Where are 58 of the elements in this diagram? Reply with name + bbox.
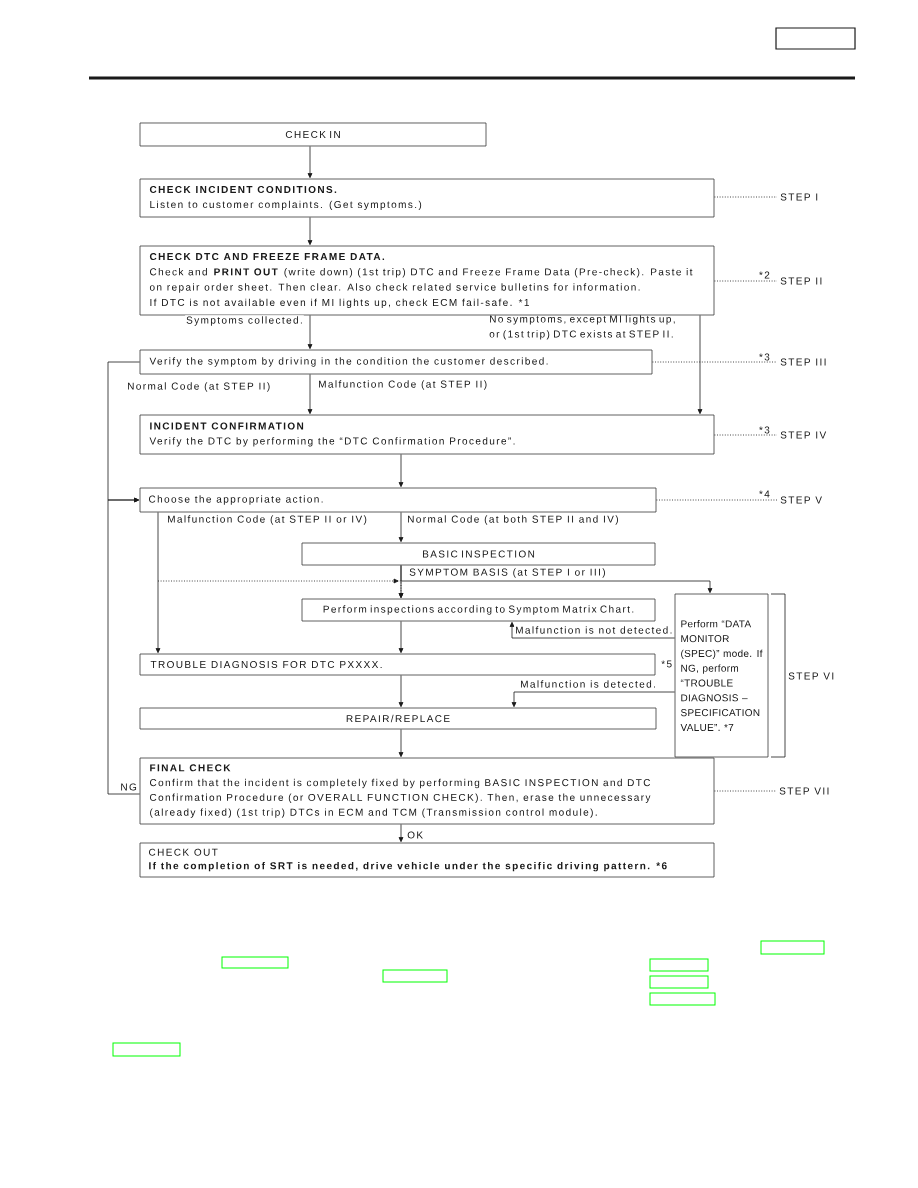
arrow (398, 621, 404, 654)
edge-label: Malfunction Code (at STEP II or IV) (166, 514, 368, 526)
edge-label: Malfunction is detected. (519, 679, 657, 689)
process-box: CHECK OUT If the completion of SRT is needed, drive vehicle under the specific driving pattern. *6 (139, 842, 715, 878)
footnote-mark: *3 (759, 426, 770, 434)
edge-label: Malfunction Code (at STEP II) (317, 379, 489, 391)
step-label: STEP V (780, 496, 822, 504)
process-box: BASIC INSPECTION (301, 542, 656, 566)
step-label: STEP IV (780, 431, 827, 439)
leader-line (714, 196, 778, 198)
edge-label: OK (406, 830, 425, 840)
step-label: STEP II (780, 277, 822, 285)
process-box: CHECK DTC AND FREEZE FRAME DATA. Check and PRINT OUT (write down) (1st trip) DTC and Freeze Frame Data (Pre-check). Paste it on repair order sheet. Then clear. Also check related service bulletins for information. If DTC is not available even if MI lights up, check ECM fail-safe. *1 (139, 245, 715, 316)
arrow (509, 621, 675, 639)
footnote-mark: *4 (759, 490, 770, 498)
leader-line (656, 499, 778, 501)
arrow (307, 315, 313, 350)
footnote-mark: *5 (661, 660, 672, 668)
edge-label: Symptoms collected. (185, 315, 304, 327)
process-box: Perform inspections according to Symptom Matrix Chart. (301, 598, 656, 622)
process-box: TROUBLE DIAGNOSIS FOR DTC PXXXX. (139, 653, 656, 676)
step-label: STEP III (780, 358, 826, 366)
arrow (398, 824, 404, 843)
edge-label: NG (119, 782, 138, 792)
edge-label: Malfunction is not detected. (514, 625, 674, 635)
arrow (107, 497, 140, 795)
edge-label: Normal Code (at both STEP II and IV) (406, 514, 620, 526)
leader-line (714, 280, 778, 282)
process-box: CHECK INCIDENT CONDITIONS. Listen to customer complaints. (Get symptoms.) (139, 178, 715, 218)
edge-label: No symptoms, except MI lights up, or (1st trip) DTC exists at STEP II. (489, 315, 675, 340)
process-box: CHECK IN (139, 122, 487, 147)
process-box: FINAL CHECK Confirm that the incident is completely fixed by performing BASIC INSPECTION and DTC Confirmation Procedure (or OVERALL FUNCTION CHECK). Then, erase the unnecessary (already fixed) (1st trip) DTCs in ECM and TCM (Transmission control module). (139, 757, 715, 825)
leader-line (714, 434, 778, 436)
process-box: Verify the symptom by driving in the condition the customer described. (139, 349, 653, 375)
footnote-mark: *3 (759, 353, 770, 361)
arrow (307, 374, 313, 415)
process-box: Choose the appropriate action. (139, 487, 657, 513)
arrow (400, 565, 713, 594)
process-box: INCIDENT CONFIRMATION Verify the DTC by performing the “DTC Confirmation Procedure”. (139, 414, 715, 455)
arrow (398, 454, 404, 488)
leader-line (714, 790, 777, 792)
arrow (511, 691, 675, 708)
leader-line (652, 361, 778, 363)
step-label: STEP I (780, 193, 818, 201)
arrow (307, 217, 313, 246)
edge-label: Normal Code (at STEP II) (126, 381, 272, 393)
arrow (398, 512, 404, 543)
arrow (697, 315, 703, 415)
process-box: Perform “DATA MONITOR (SPEC)” mode. If NG, perform “TROUBLE DIAGNOSIS – SPECIFICATION VALUE”. *7 (674, 593, 769, 758)
footnote-mark: *2 (759, 271, 770, 279)
arrow (155, 512, 161, 654)
step-label: STEP VII (779, 787, 829, 795)
arrow (398, 675, 404, 708)
edge-label: SYMPTOM BASIS (at STEP I or III) (408, 567, 607, 579)
arrow (307, 146, 313, 179)
process-box: REPAIR/REPLACE (139, 707, 657, 730)
arrow (398, 729, 404, 758)
step-label: STEP VI (788, 672, 834, 680)
